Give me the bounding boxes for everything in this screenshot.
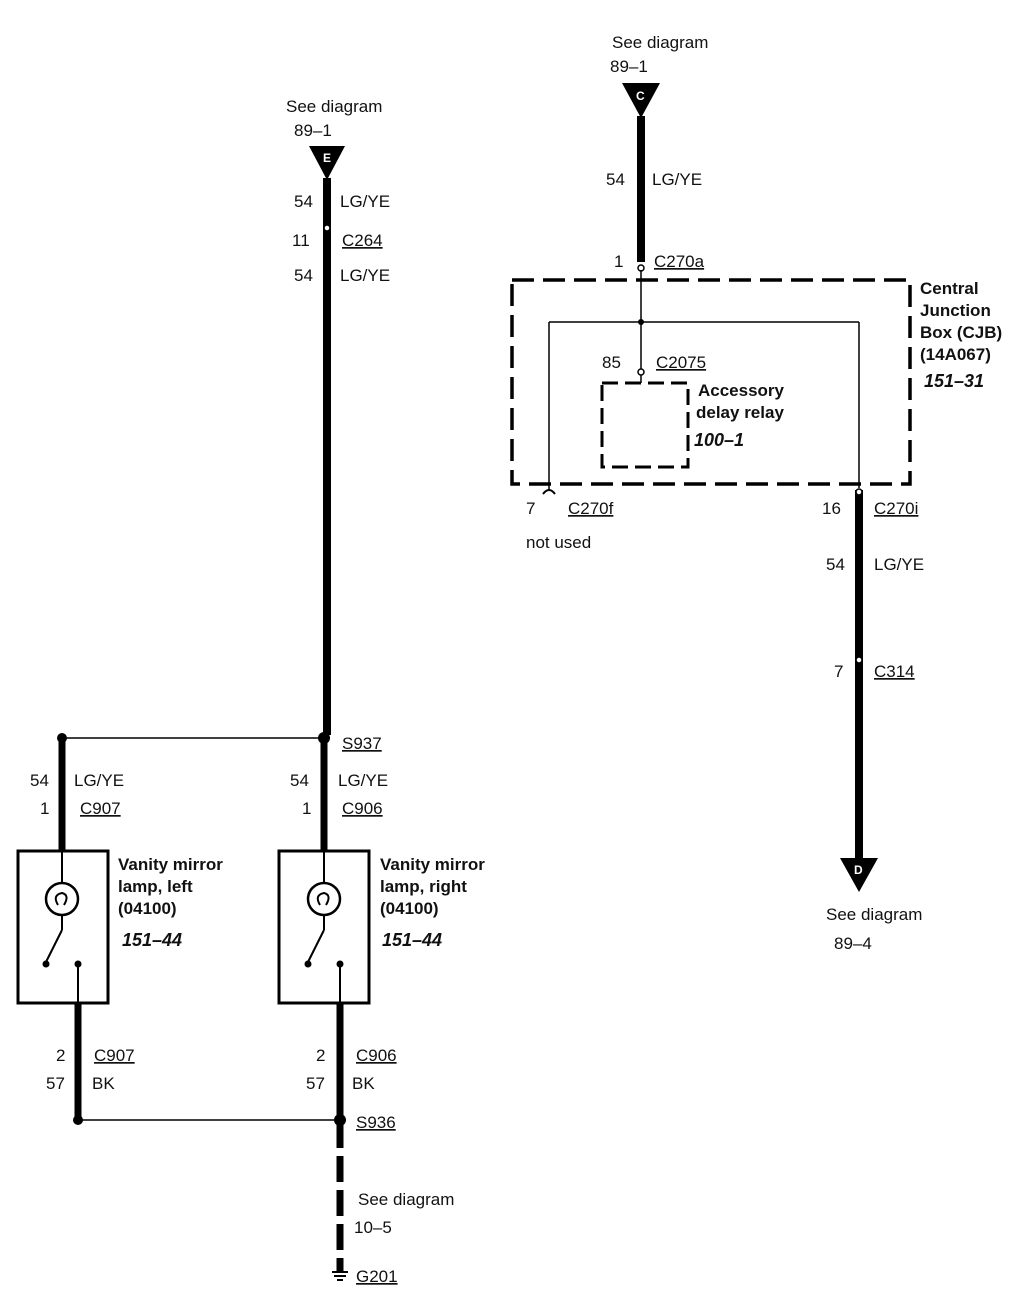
relay-conn: C2075: [656, 353, 706, 372]
unused-note: not used: [526, 533, 591, 552]
unused-connector-mark: [542, 489, 556, 495]
ref-top-left-label: See diagram: [286, 97, 382, 116]
right-lamp-in-color: LG/YE: [338, 771, 388, 790]
s937-label: S937: [342, 734, 382, 753]
ref-top-right-page: 89–1: [610, 57, 648, 76]
cjb-circuit: See diagram 89–1 C 54 LG/YE 1 C270a 85 C…: [510, 33, 1002, 953]
left-lamp-circuit: 54 LG/YE 1 C907 Vanity mirror lamp, left…: [16, 740, 223, 1118]
connector-c270i-mark: [855, 488, 863, 496]
left-lamp-switch-contact-a: [42, 960, 50, 968]
ref-top-left-letter: E: [323, 151, 331, 165]
right-lamp-out-color: BK: [352, 1074, 375, 1093]
left-lamp-name1: Vanity mirror: [118, 855, 223, 874]
cjb-in-conn: C270a: [654, 252, 705, 271]
left-lamp-out-circuit: 57: [46, 1074, 65, 1093]
right-lamp-out-pin: 2: [316, 1046, 325, 1065]
left-feed-w2-circuit: 54: [294, 266, 313, 285]
left-lamp-out-color: BK: [92, 1074, 115, 1093]
cjb-name1: Central: [920, 279, 979, 298]
ref-top-right-letter: C: [636, 89, 645, 103]
c264-label: C264: [342, 231, 383, 250]
cjb-out-color: LG/YE: [874, 555, 924, 574]
right-lamp-out-circuit: 57: [306, 1074, 325, 1093]
right-lamp-part: (04100): [380, 899, 439, 918]
ref-top-right-arrow: [622, 83, 660, 118]
left-feed-w1-circuit: 54: [294, 192, 313, 211]
left-feed-w2-color: LG/YE: [340, 266, 390, 285]
right-lamp-name2: lamp, right: [380, 877, 467, 896]
cjb-ref: 151–31: [924, 371, 984, 391]
relay-name1: Accessory: [698, 381, 785, 400]
left-lamp-switch-icon: [45, 929, 63, 963]
left-lamp-in-conn: C907: [80, 799, 121, 818]
relay-pin: 85: [602, 353, 621, 372]
cjb-in-pin: 1: [614, 252, 623, 271]
connector-c264-mark: [323, 224, 331, 232]
ref-bottom-right-label: See diagram: [826, 905, 922, 924]
cjb-name3: Box (CJB): [920, 323, 1002, 342]
ref-bottom-right-arrow: [840, 858, 878, 892]
ref-ground-page: 10–5: [354, 1218, 392, 1237]
left-lamp-in-pin: 1: [40, 799, 49, 818]
unused-conn: C270f: [568, 499, 614, 518]
cjb-out-conn: C270i: [874, 499, 918, 518]
left-lamp-out-conn: C907: [94, 1046, 135, 1065]
left-feed: See diagram 89–1 E 54 LG/YE 11 C264 54 L…: [57, 97, 390, 753]
left-lamp-ref: 151–44: [122, 930, 182, 950]
cjb-out-circuit: 54: [826, 555, 845, 574]
right-lamp-filament: [316, 891, 330, 906]
cjb-in-color: LG/YE: [652, 170, 702, 189]
ref-ground-label: See diagram: [358, 1190, 454, 1209]
right-lamp-name1: Vanity mirror: [380, 855, 485, 874]
right-lamp-in-conn: C906: [342, 799, 383, 818]
right-lamp-switch-icon: [307, 929, 325, 963]
left-lamp-in-color: LG/YE: [74, 771, 124, 790]
g201-label: G201: [356, 1267, 398, 1286]
ref-bottom-right-letter: D: [854, 863, 863, 877]
right-lamp-ref: 151–44: [382, 930, 442, 950]
ref-top-right-label: See diagram: [612, 33, 708, 52]
connector-c314-mark: [855, 656, 863, 664]
left-lamp-in-circuit: 54: [30, 771, 49, 790]
right-lamp-circuit: 54 LG/YE 1 C906 Vanity mirror lamp, righ…: [277, 740, 485, 1118]
c314-pin: 7: [834, 662, 843, 681]
right-lamp-switch-contact-a: [304, 960, 312, 968]
left-lamp-part: (04100): [118, 899, 177, 918]
s936-dot-left: [73, 1115, 83, 1125]
right-lamp-in-circuit: 54: [290, 771, 309, 790]
cjb-box: [510, 278, 912, 486]
relay-ref: 100–1: [694, 430, 744, 450]
unused-pin: 7: [526, 499, 535, 518]
right-lamp-bulb-icon: [306, 881, 342, 917]
left-lamp-bulb-icon: [44, 881, 80, 917]
left-lamp-out-pin: 2: [56, 1046, 65, 1065]
right-lamp-out-conn: C906: [356, 1046, 397, 1065]
cjb-out-pin: 16: [822, 499, 841, 518]
ref-top-left-arrow: [309, 146, 345, 180]
left-feed-w1-color: LG/YE: [340, 192, 390, 211]
c264-pin: 11: [292, 231, 310, 250]
cjb-part: (14A067): [920, 345, 991, 364]
s936-label: S936: [356, 1113, 396, 1132]
ref-bottom-right-page: 89–4: [834, 934, 872, 953]
c314-label: C314: [874, 662, 915, 681]
ref-top-left-page: 89–1: [294, 121, 332, 140]
right-lamp-in-pin: 1: [302, 799, 311, 818]
ground-circuit: S936 See diagram 10–5 G201: [73, 1113, 454, 1286]
connector-c2075-mark: [637, 368, 645, 376]
left-lamp-name2: lamp, left: [118, 877, 193, 896]
cjb-in-circuit: 54: [606, 170, 625, 189]
relay-name2: delay relay: [696, 403, 784, 422]
relay-box: [600, 381, 690, 469]
left-lamp-filament: [54, 891, 68, 906]
cjb-name2: Junction: [920, 301, 991, 320]
